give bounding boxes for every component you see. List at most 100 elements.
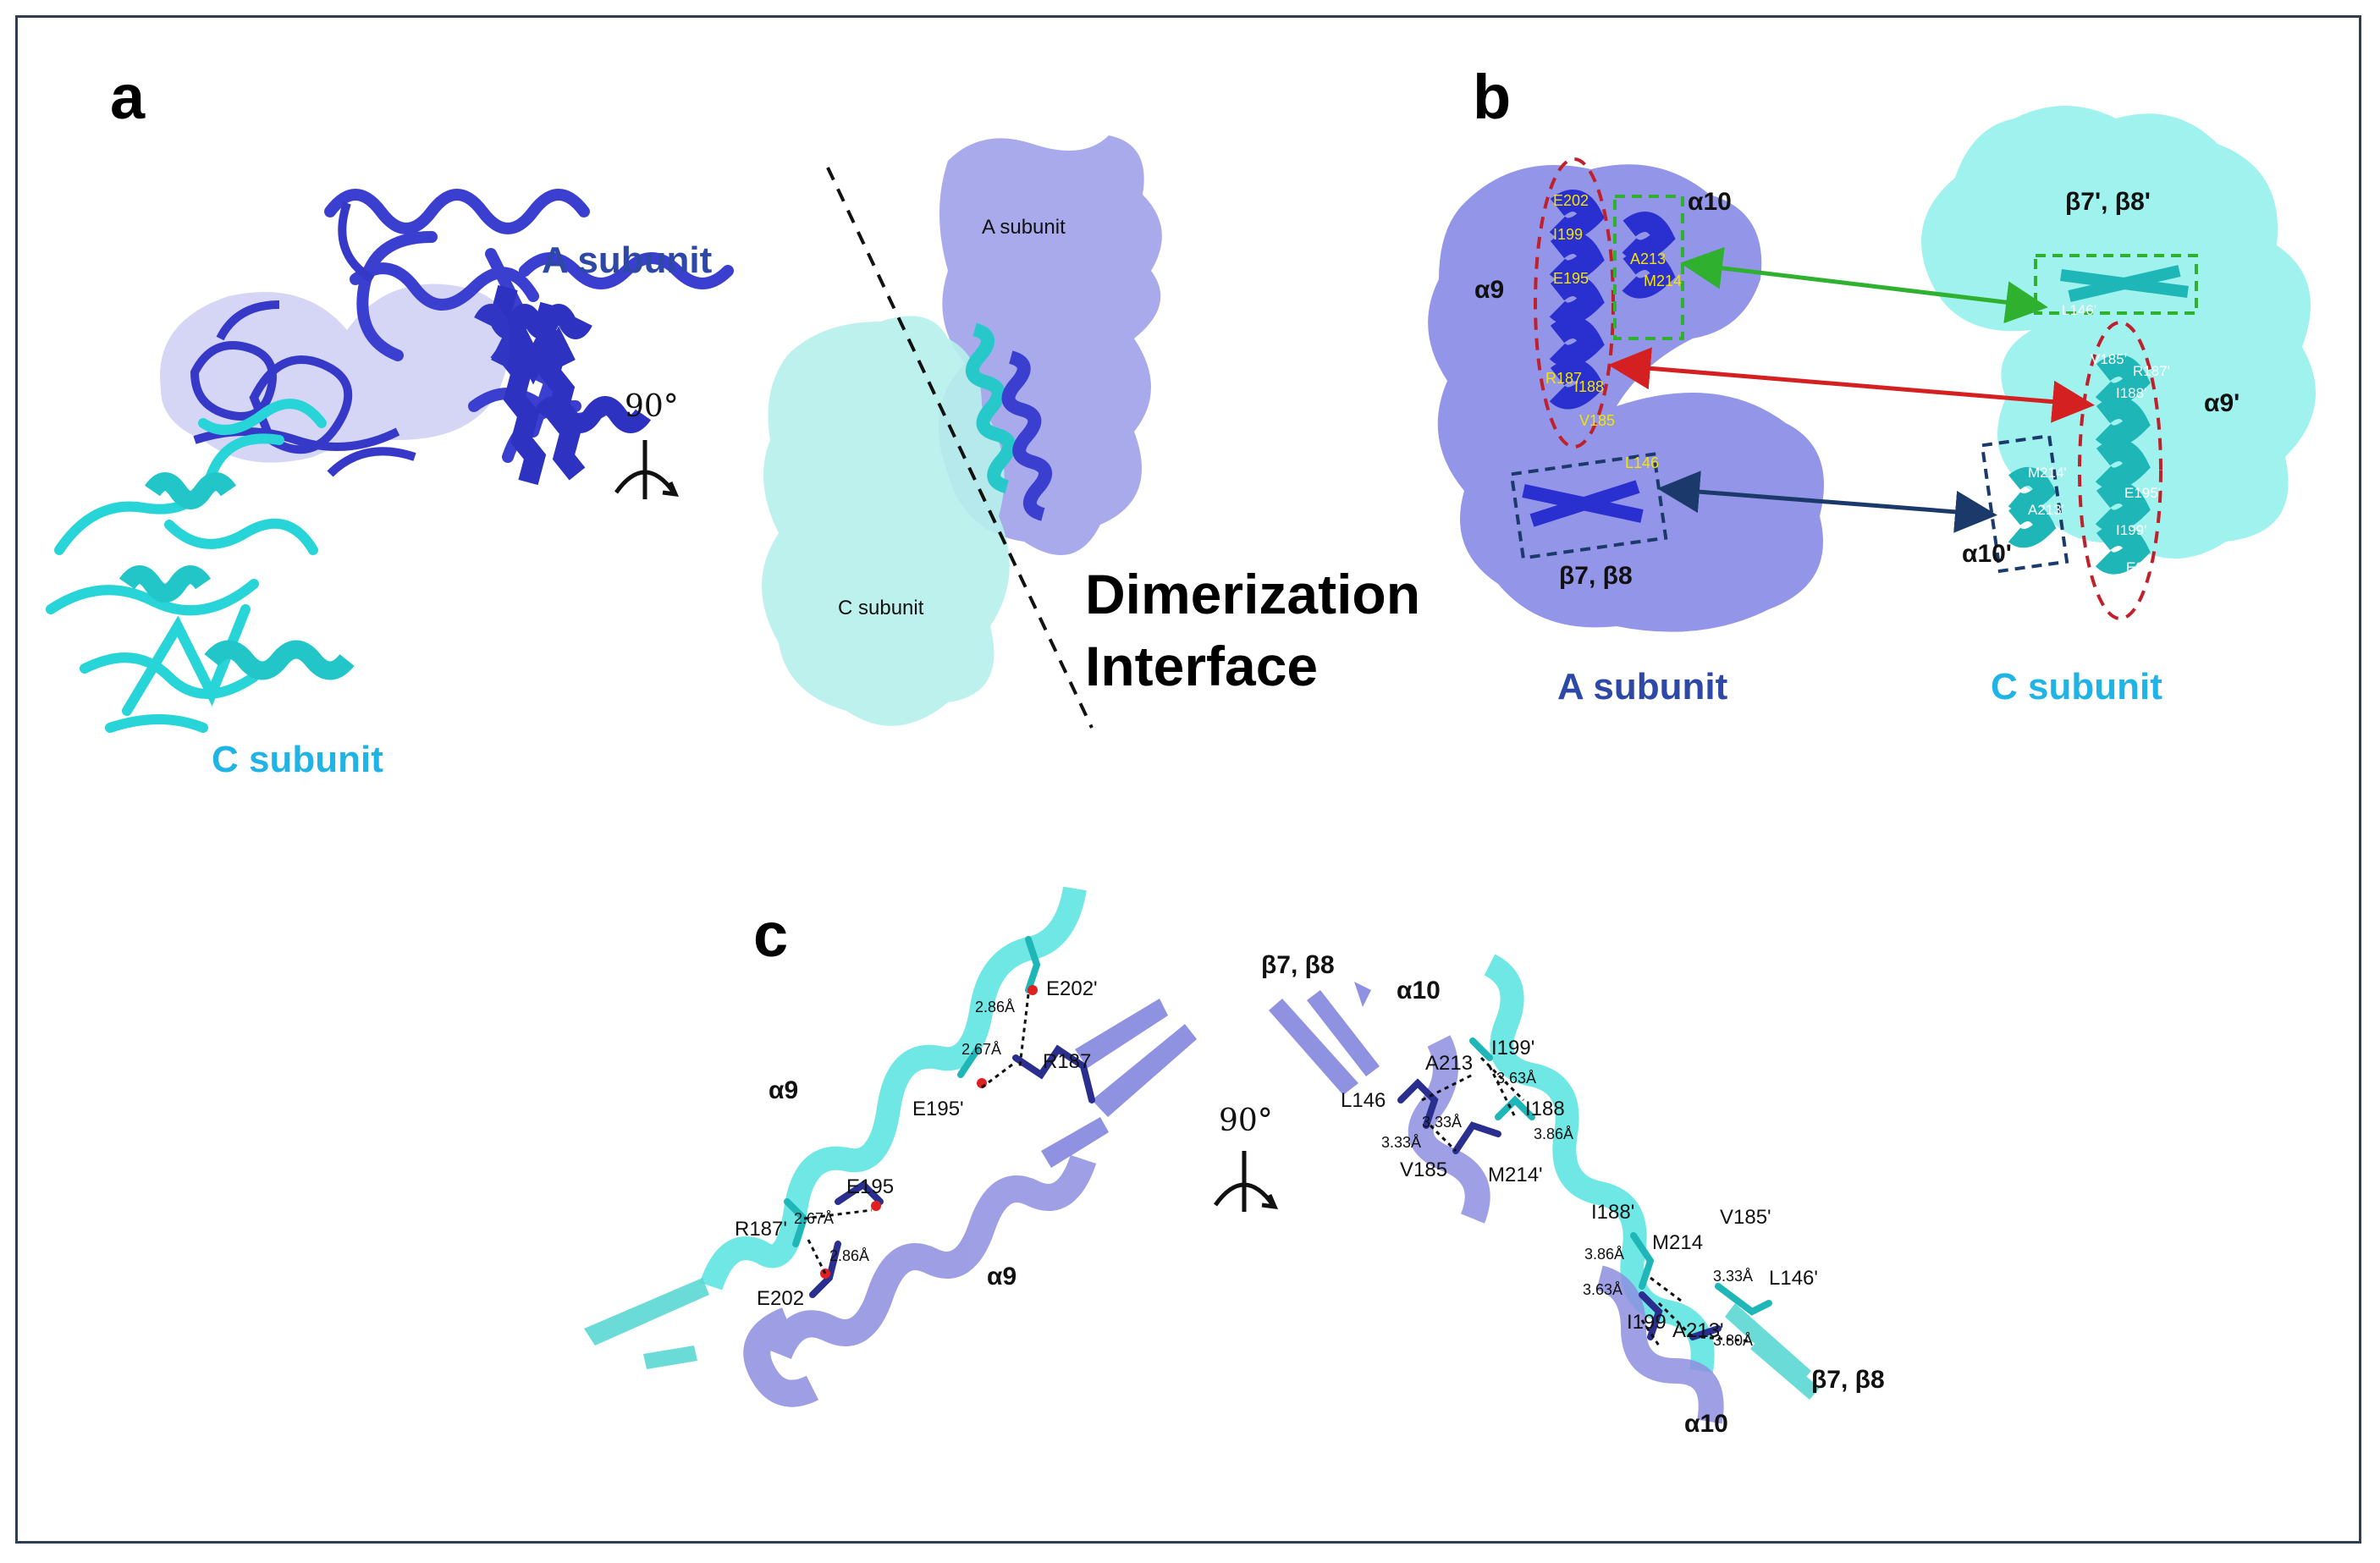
svg-text:M214': M214': [2028, 465, 2067, 481]
panel-b-c-alpha10p-helix: [2008, 467, 2057, 548]
panel-c-left-blue-helix: [743, 1154, 1097, 1407]
svg-text:E195: E195: [846, 1175, 894, 1198]
svg-text:3.80Å: 3.80Å: [1713, 1332, 1753, 1349]
svg-text:I199': I199': [1491, 1037, 1534, 1059]
panel-c-left-hbonds: [803, 993, 1030, 1274]
svg-text:3.63Å: 3.63Å: [1496, 1070, 1536, 1087]
panel-c-left-cyan-strand: [584, 1278, 709, 1369]
svg-text:E202: E202: [1553, 192, 1589, 209]
panel-c-right-blue-helix: [1408, 1035, 1724, 1424]
panel-c-rotation-icon: [1213, 1151, 1279, 1212]
svg-text:E195': E195': [2124, 485, 2161, 501]
svg-text:M214': M214': [1488, 1164, 1543, 1186]
svg-text:E202': E202': [1046, 977, 1098, 1000]
svg-text:A213: A213: [1425, 1052, 1473, 1075]
panel-c-right-distance-labels: 3.33Å 3.63Å 3.86Å 3.33Å 3.86Å 3.33Å 3.63…: [1381, 1070, 1753, 1349]
panel-b-c-alpha9p-ellipse: [2078, 321, 2162, 620]
panel-c-right-contacts: [1421, 1056, 1753, 1346]
panel-b-c-surface: [1921, 106, 2316, 559]
dimerization-label-line2: Interface: [1085, 635, 1318, 697]
svg-text:M214: M214: [1644, 272, 1682, 289]
c-subunit-helix: [118, 472, 355, 680]
panel-c-left-alpha9-bottom: α9: [987, 1263, 1016, 1291]
svg-text:A213': A213': [2028, 502, 2064, 518]
panel-c-right-sidechains: [1397, 1037, 1772, 1340]
svg-text:V185': V185': [2091, 351, 2127, 367]
svg-text:3.33Å: 3.33Å: [1422, 1114, 1462, 1131]
svg-text:R187: R187: [1043, 1050, 1091, 1073]
svg-text:I199': I199': [2116, 522, 2146, 538]
svg-text:L146': L146': [1769, 1267, 1818, 1290]
panel-b-c-residue-labels: L146' V185' R187' I188' E195' I199' E202…: [2028, 302, 2170, 575]
svg-text:L146': L146': [2062, 302, 2096, 318]
svg-text:L146: L146: [1625, 454, 1659, 471]
panel-a-c-surface: [762, 316, 1010, 726]
svg-text:2.67Å: 2.67Å: [794, 1210, 834, 1227]
green-interaction-arrow: [1680, 246, 2048, 324]
svg-text:I188': I188': [2116, 385, 2146, 401]
dimerization-interface-line: [826, 167, 1094, 729]
svg-text:A213': A213': [1672, 1319, 1724, 1342]
svg-text:E195': E195': [912, 1098, 964, 1120]
panel-c-right-beta78-bottom: β7, β8: [1811, 1366, 1885, 1394]
panel-b-a-residue-labels: E202 I199 E195 R187 I188 V185 A213 M214 …: [1545, 192, 1682, 471]
svg-text:3.63Å: 3.63Å: [1583, 1281, 1622, 1298]
panel-c-right-alpha10-bottom: α10: [1684, 1410, 1728, 1438]
panel-b-a-subunit-label: A subunit: [1557, 666, 1728, 707]
panel-c-left-residue-labels: E202' R187 E195' R187' E195 E202: [735, 977, 1098, 1310]
svg-text:I188': I188': [1591, 1201, 1634, 1224]
svg-text:3.86Å: 3.86Å: [1584, 1246, 1624, 1263]
surface-a-label: A subunit: [982, 216, 1066, 239]
svg-text:I199: I199: [1627, 1311, 1667, 1334]
panel-b-beta78-label: β7, β8: [1559, 562, 1633, 590]
panel-label-b: b: [1473, 62, 1511, 132]
panel-b-c-subunit-label: C subunit: [1991, 666, 2162, 707]
panel-a-a-subunit-label: A subunit: [542, 239, 713, 281]
a-subunit-long-helix: [489, 284, 586, 486]
svg-text:R187: R187: [1545, 370, 1582, 387]
surface-c-label: C subunit: [838, 597, 924, 619]
panel-c-right-blue-strands: [1269, 982, 1380, 1095]
svg-text:E202': E202': [2126, 559, 2162, 575]
panel-label-a: a: [110, 62, 146, 132]
svg-text:L146: L146: [1341, 1089, 1386, 1112]
svg-text:V185': V185': [1720, 1206, 1771, 1229]
svg-text:V185: V185: [1579, 412, 1615, 429]
panel-b-c-beta-strands: [2060, 265, 2189, 302]
panel-b-alpha10-label: α10: [1688, 188, 1732, 216]
red-interaction-arrow: [1608, 347, 2095, 423]
svg-text:I199: I199: [1553, 226, 1583, 243]
figure-frame: [15, 15, 2361, 1544]
navy-interaction-arrow: [1657, 471, 1997, 533]
panel-c-right-alpha10-top: α10: [1397, 977, 1441, 1004]
panel-c-left-cyan-helix: [699, 886, 1087, 1291]
svg-text:A213: A213: [1630, 250, 1666, 267]
svg-text:3.33Å: 3.33Å: [1713, 1268, 1753, 1285]
panel-b-alpha9p-label: α9': [2204, 389, 2240, 417]
svg-text:2.86Å: 2.86Å: [975, 999, 1015, 1015]
svg-text:R187': R187': [2133, 363, 2170, 379]
rotation-icon: [614, 440, 680, 499]
panel-c-left-strands: [1041, 999, 1197, 1168]
panel-c-left-alpha9-top: α9: [769, 1076, 798, 1104]
panel-a-c-subunit-label: C subunit: [212, 739, 383, 780]
svg-text:V185: V185: [1400, 1158, 1447, 1181]
panel-b-c-alpha9p-helix: [2095, 355, 2151, 575]
panel-c-right-beta78-top: β7, β8: [1261, 951, 1335, 979]
panel-b-a-alpha10-helix: [1622, 212, 1676, 299]
svg-text:M214: M214: [1652, 1231, 1703, 1254]
svg-text:3.33Å: 3.33Å: [1381, 1134, 1421, 1151]
panel-c-right-residue-labels: I199' A213 L146 I188 V185 M214' I188' V1…: [1341, 1037, 1818, 1342]
svg-text:E202: E202: [757, 1287, 804, 1310]
panel-b-alpha10p-label: α10': [1962, 540, 2012, 568]
dimerization-label-line1: Dimerization: [1085, 563, 1420, 625]
svg-text:2.67Å: 2.67Å: [961, 1041, 1001, 1058]
svg-text:E195: E195: [1553, 270, 1589, 287]
panel-label-c: c: [753, 900, 788, 970]
panel-b-a-beta-strands: [1522, 480, 1644, 527]
svg-text:R187': R187': [735, 1218, 787, 1241]
svg-text:3.86Å: 3.86Å: [1534, 1125, 1573, 1142]
panel-c-right-cyan-strands: [1725, 1303, 1820, 1400]
panel-b-beta78p-label: β7', β8': [2065, 188, 2151, 216]
